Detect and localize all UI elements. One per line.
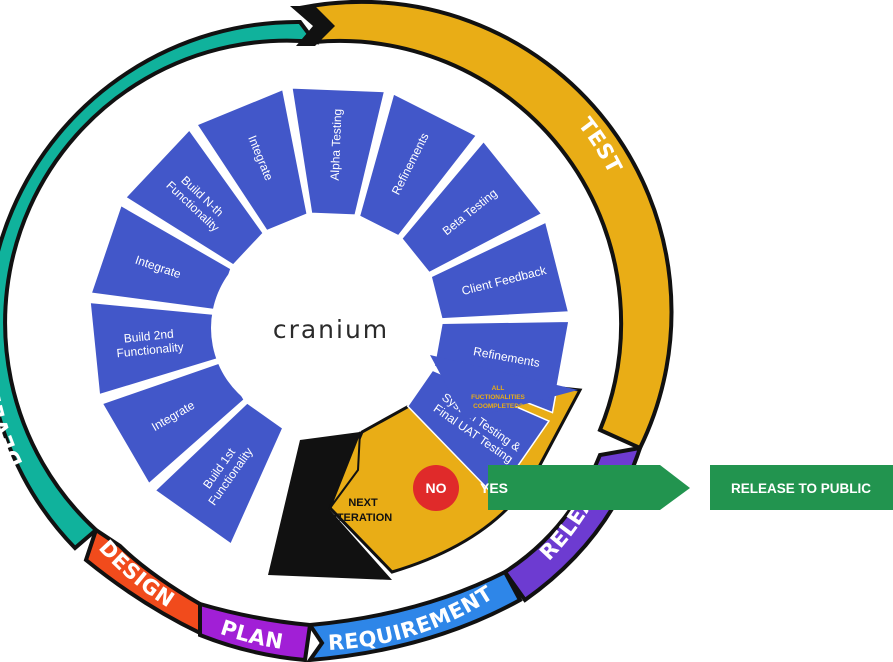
segment-block <box>290 87 386 216</box>
decision-question: ALL FUCTIONALITIES COOMPLETED? <box>471 385 525 410</box>
segment-block <box>400 140 543 274</box>
no-circle <box>413 465 459 511</box>
next-iteration-line-1: NEXT <box>348 497 378 509</box>
segment-block <box>154 401 284 546</box>
question-line-1: ALL <box>492 385 505 392</box>
cranium-logo: cranium <box>273 315 389 344</box>
segment-label: Alpha Testing <box>328 108 345 180</box>
question-line-3: COOMPLETED? <box>473 403 523 410</box>
no-label: NO <box>426 480 447 496</box>
next-iteration-arrow <box>329 431 361 509</box>
system-testing-pointer <box>430 355 578 420</box>
segment-block <box>358 92 478 237</box>
next-iteration-line-2: ITERATION <box>334 512 393 524</box>
release-public-box <box>710 465 893 510</box>
yes-label: YES <box>480 480 508 496</box>
center-circle <box>211 236 395 420</box>
develop-phase-arc <box>0 19 320 551</box>
test-phase-arc <box>295 0 674 451</box>
develop-arrow-head <box>290 6 335 46</box>
release-public-label: RELEASE TO PUBLIC <box>731 481 871 496</box>
segment-block <box>195 88 309 232</box>
plan-phase-arc <box>198 601 313 662</box>
segment-block <box>90 204 232 311</box>
segment-block <box>430 220 570 320</box>
question-line-2: FUCTIONALITIES <box>471 394 525 401</box>
segment-block <box>124 128 265 266</box>
requirement-phase-arc <box>306 569 523 662</box>
segment-label: Build 2ndFunctionality <box>114 326 184 361</box>
yes-arrow <box>488 465 690 510</box>
